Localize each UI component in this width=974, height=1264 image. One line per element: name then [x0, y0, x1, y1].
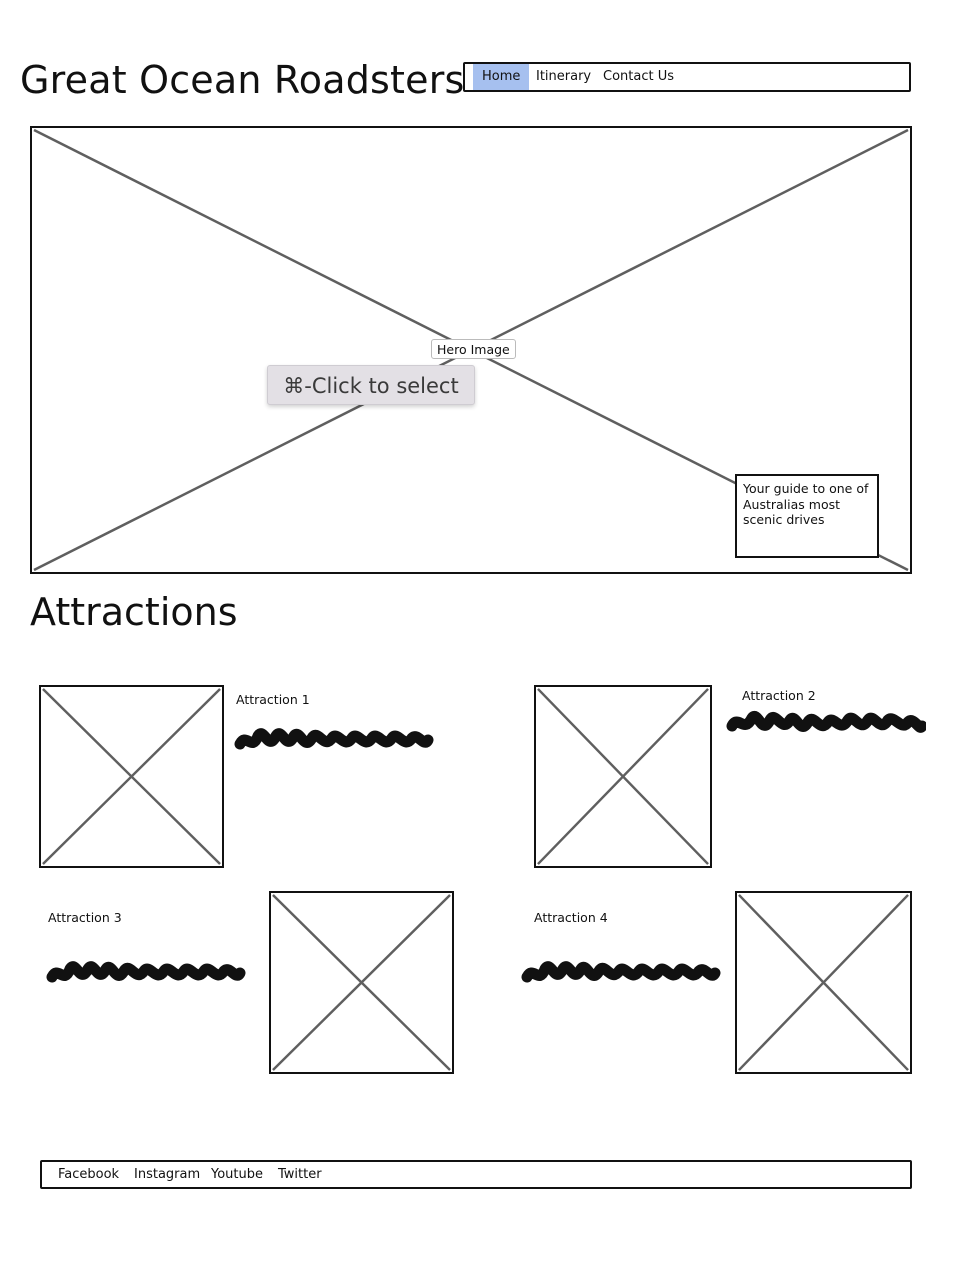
nav-item-home[interactable]: Home — [473, 64, 530, 90]
scribble-text-icon — [726, 710, 926, 733]
main-nav: Home Itinerary Contact Us — [463, 62, 911, 92]
hero-image-label: Hero Image — [431, 339, 516, 359]
attraction-2-label: Attraction 2 — [742, 688, 816, 703]
footer-link-youtube[interactable]: Youtube — [211, 1167, 263, 1182]
image-placeholder-x-icon — [537, 688, 709, 865]
footer-nav: Facebook Instagram Youtube Twitter — [40, 1160, 912, 1189]
attraction-1-image[interactable] — [39, 685, 224, 868]
attraction-4-label: Attraction 4 — [534, 910, 608, 925]
hero-tagline-box: Your guide to one of Australias most sce… — [735, 474, 879, 558]
attraction-3-image[interactable] — [269, 891, 454, 1074]
footer-link-instagram[interactable]: Instagram — [134, 1167, 201, 1182]
image-placeholder-x-icon — [272, 894, 451, 1071]
scribble-text-icon — [46, 961, 246, 983]
nav-item-itinerary[interactable]: Itinerary — [536, 69, 592, 84]
footer-link-twitter[interactable]: Twitter — [278, 1167, 322, 1182]
scribble-text-icon — [521, 961, 721, 983]
image-placeholder-x-icon — [738, 894, 909, 1071]
attraction-1-label: Attraction 1 — [236, 692, 310, 707]
scribble-text-icon — [234, 728, 434, 750]
site-title: Great Ocean Roadsters — [20, 58, 465, 102]
attraction-4-image[interactable] — [735, 891, 912, 1074]
click-to-select-tooltip: ⌘-Click to select — [267, 365, 475, 405]
attraction-3-label: Attraction 3 — [48, 910, 122, 925]
nav-item-contact-us[interactable]: Contact Us — [603, 69, 674, 84]
footer-link-facebook[interactable]: Facebook — [58, 1167, 120, 1182]
attraction-2-image[interactable] — [534, 685, 712, 868]
image-placeholder-x-icon — [42, 688, 221, 865]
attractions-heading: Attractions — [30, 590, 238, 634]
